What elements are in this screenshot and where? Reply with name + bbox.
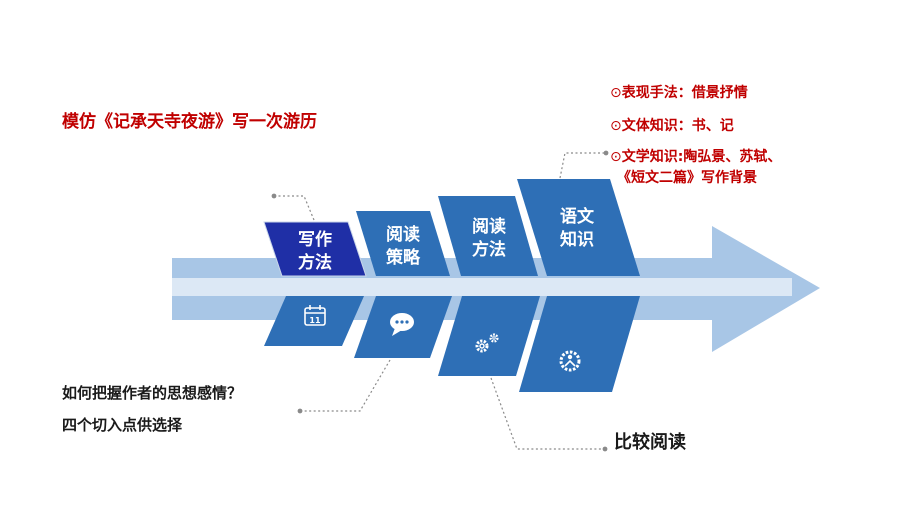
card-writing-method-line2: 方法	[298, 252, 332, 273]
connector-knowledge	[559, 152, 606, 179]
connectors	[274, 152, 606, 450]
connector-dot-method	[602, 446, 608, 452]
card-reading-strategy[interactable]: 阅读 策略	[356, 211, 450, 276]
calendar-number: 11	[309, 316, 321, 325]
note-text: 文学知识:陶弘景、苏轼、	[621, 149, 782, 165]
note-marker: ⊙	[610, 85, 622, 101]
note-marker: ⊙	[610, 149, 622, 165]
card-reading-strategy-line2: 策略	[386, 247, 421, 268]
connector-writing	[274, 195, 315, 221]
connector-dot-writing	[271, 193, 277, 199]
chat-bubble-icon	[390, 313, 414, 336]
card-writing-method-line1: 写作	[298, 229, 332, 250]
card-bottom-3	[438, 296, 540, 376]
note-text: 表现手法：借景抒情	[621, 85, 748, 101]
connector-dot-knowledge	[603, 150, 609, 156]
card-reading-method-line2: 方法	[472, 239, 506, 260]
card-reading-method[interactable]: 阅读 方法	[438, 196, 538, 276]
question-line-2: 四个切入点供选择	[62, 416, 183, 434]
connector-strategy	[300, 359, 391, 412]
note-technique: ⊙表现手法：借景抒情	[610, 82, 748, 102]
note-literature: ⊙文学知识:陶弘景、苏轼、	[610, 146, 781, 166]
note-marker: ⊙	[610, 118, 622, 134]
card-language-knowledge-line2: 知识	[559, 229, 594, 250]
calendar-icon: 11	[304, 305, 326, 326]
card-reading-strategy-line1: 阅读	[386, 224, 420, 245]
card-bottom-1	[264, 296, 364, 346]
card-language-knowledge[interactable]: 语文 知识	[517, 179, 640, 276]
gears-icon	[475, 333, 499, 353]
arrow-center-band	[172, 278, 792, 296]
card-language-knowledge-line1: 语文	[560, 206, 595, 227]
slide-title: 模仿《记承天寺夜游》写一次游历	[62, 112, 317, 132]
question-line-1: 如何把握作者的思想感情？	[62, 384, 243, 402]
connector-dot-strategy	[297, 408, 303, 414]
card-writing-method[interactable]: 写作 方法	[263, 221, 367, 277]
compare-reading-label: 比较阅读	[614, 432, 686, 453]
card-reading-method-line1: 阅读	[472, 216, 506, 237]
card-bottom-4	[519, 296, 640, 392]
note-genre: ⊙文体知识：书、记	[610, 115, 734, 135]
note-text: 文体知识：书、记	[621, 118, 734, 134]
note-literature-cont: 《短文二篇》写作背景	[617, 170, 757, 186]
reader-gear-icon	[559, 350, 581, 372]
